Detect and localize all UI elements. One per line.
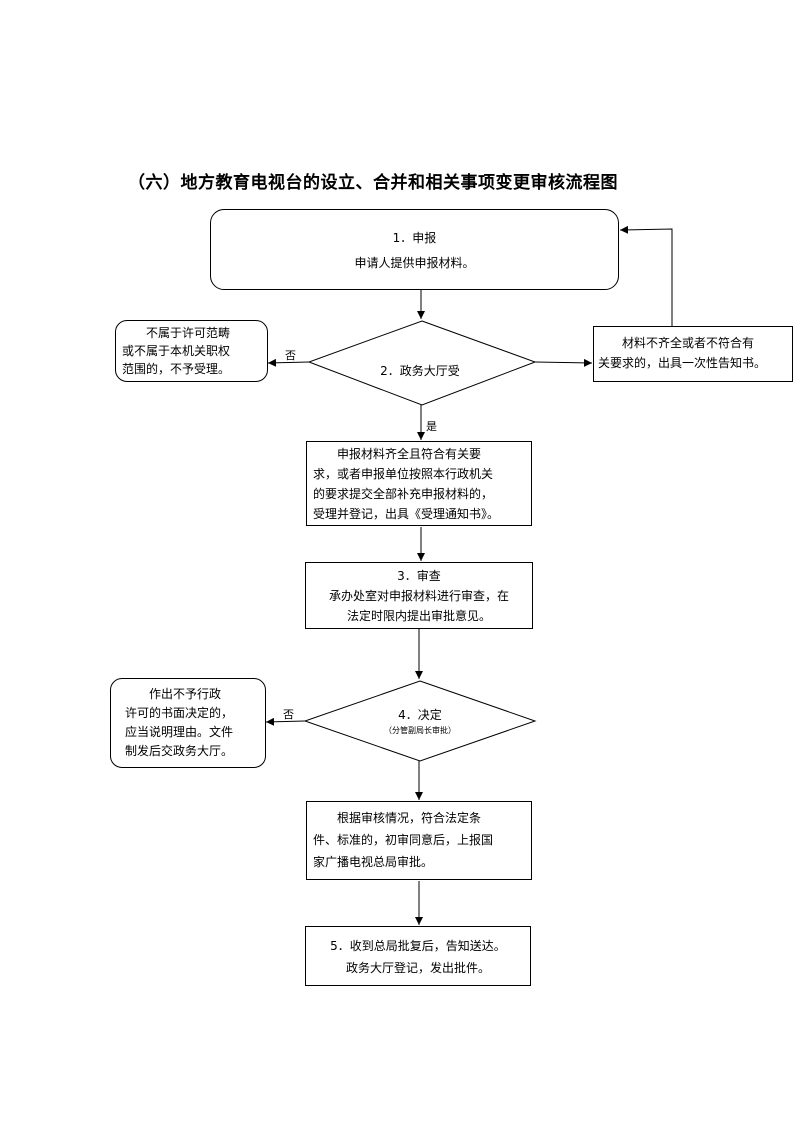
not-accepted-line: 范围的，不予受理。 (122, 362, 231, 376)
edge-label-yes: 是 (426, 420, 437, 433)
not-accepted-box: 不属于许可范畴 或不属于本机关职权 范围的，不予受理。 (115, 320, 268, 382)
edge-label-no-decision: 否 (283, 708, 294, 721)
accepted-line: 的要求提交全部补充申报材料的， (313, 487, 494, 501)
edge-label-no-acceptance: 否 (285, 349, 296, 362)
arrow-acceptance-to-reject (267, 358, 310, 367)
notify-line: 政务大厅登记，发出批件。 (345, 961, 490, 975)
accepted-line: 求，或者申报单位按照本行政机关 (313, 467, 494, 481)
decision-subtitle: （分管副局长审批） (384, 726, 456, 735)
incomplete-line: 材料不齐全或者不符合有 (622, 336, 755, 350)
review-line: 法定时限内提出审批意见。 (346, 609, 491, 623)
denial-line: 许可的书面决定的， (125, 706, 234, 720)
incomplete-materials-box: 材料不齐全或者不符合有 关要求的，出具一次性告知书。 (593, 326, 793, 382)
step1-box: 1．申报 申请人提供申报材料。 (210, 209, 619, 290)
accepted-box: 申报材料齐全且符合有关要 求，或者申报单位按照本行政机关 的要求提交全部补充申报… (306, 441, 532, 526)
denial-line: 应当说明理由。文件 (125, 725, 234, 739)
accepted-line: 受理并登记，出具《受理通知书》。 (313, 507, 500, 521)
incomplete-line: 关要求的，出具一次性告知书。 (598, 356, 767, 370)
notify-line: 5．收到总局批复后，告知送达。 (330, 939, 506, 953)
arrow-decision-to-reject (265, 717, 306, 726)
denial-line: 制发后交政务大厅。 (125, 744, 234, 758)
approval-line: 家广播电视总局审批。 (313, 855, 434, 869)
denial-line: 作出不予行政 (149, 687, 222, 701)
acceptance-label: 2．政务大厅受 (380, 364, 460, 378)
page-title: （六）地方教育电视台的设立、合并和相关事项变更审核流程图 (128, 173, 618, 193)
notify-box: 5．收到总局批复后，告知送达。 政务大厅登记，发出批件。 (305, 926, 531, 986)
denial-decision-box: 作出不予行政 许可的书面决定的， 应当说明理由。文件 制发后交政务大厅。 (110, 678, 266, 768)
decision-diamond-decision (303, 680, 537, 762)
review-box: 3．审查 承办处室对申报材料进行审查，在 法定时限内提出审批意见。 (305, 562, 533, 629)
decision-diamond-acceptance (307, 320, 537, 406)
not-accepted-line: 或不属于本机关职权 (122, 344, 231, 358)
step1-heading: 1．申报 (392, 231, 437, 245)
not-accepted-line: 不属于许可范畴 (146, 326, 231, 340)
preliminary-approval-box: 根据审核情况，符合法定条 件、标准的，初审同意后，上报国 家广播电视总局审批。 (306, 801, 532, 880)
review-heading: 3．审查 (397, 569, 441, 583)
decision-heading: 4．决定 (398, 708, 442, 722)
review-line: 承办处室对申报材料进行审查，在 (328, 589, 509, 603)
approval-line: 根据审核情况，符合法定条 (337, 811, 482, 825)
arrow-acceptance-to-incomplete (534, 358, 593, 367)
arrow-incomplete-to-step1 (619, 225, 673, 326)
step1-text: 申请人提供申报材料。 (354, 256, 475, 270)
approval-line: 件、标准的，初审同意后，上报国 (313, 833, 494, 847)
accepted-line: 申报材料齐全且符合有关要 (337, 447, 482, 461)
